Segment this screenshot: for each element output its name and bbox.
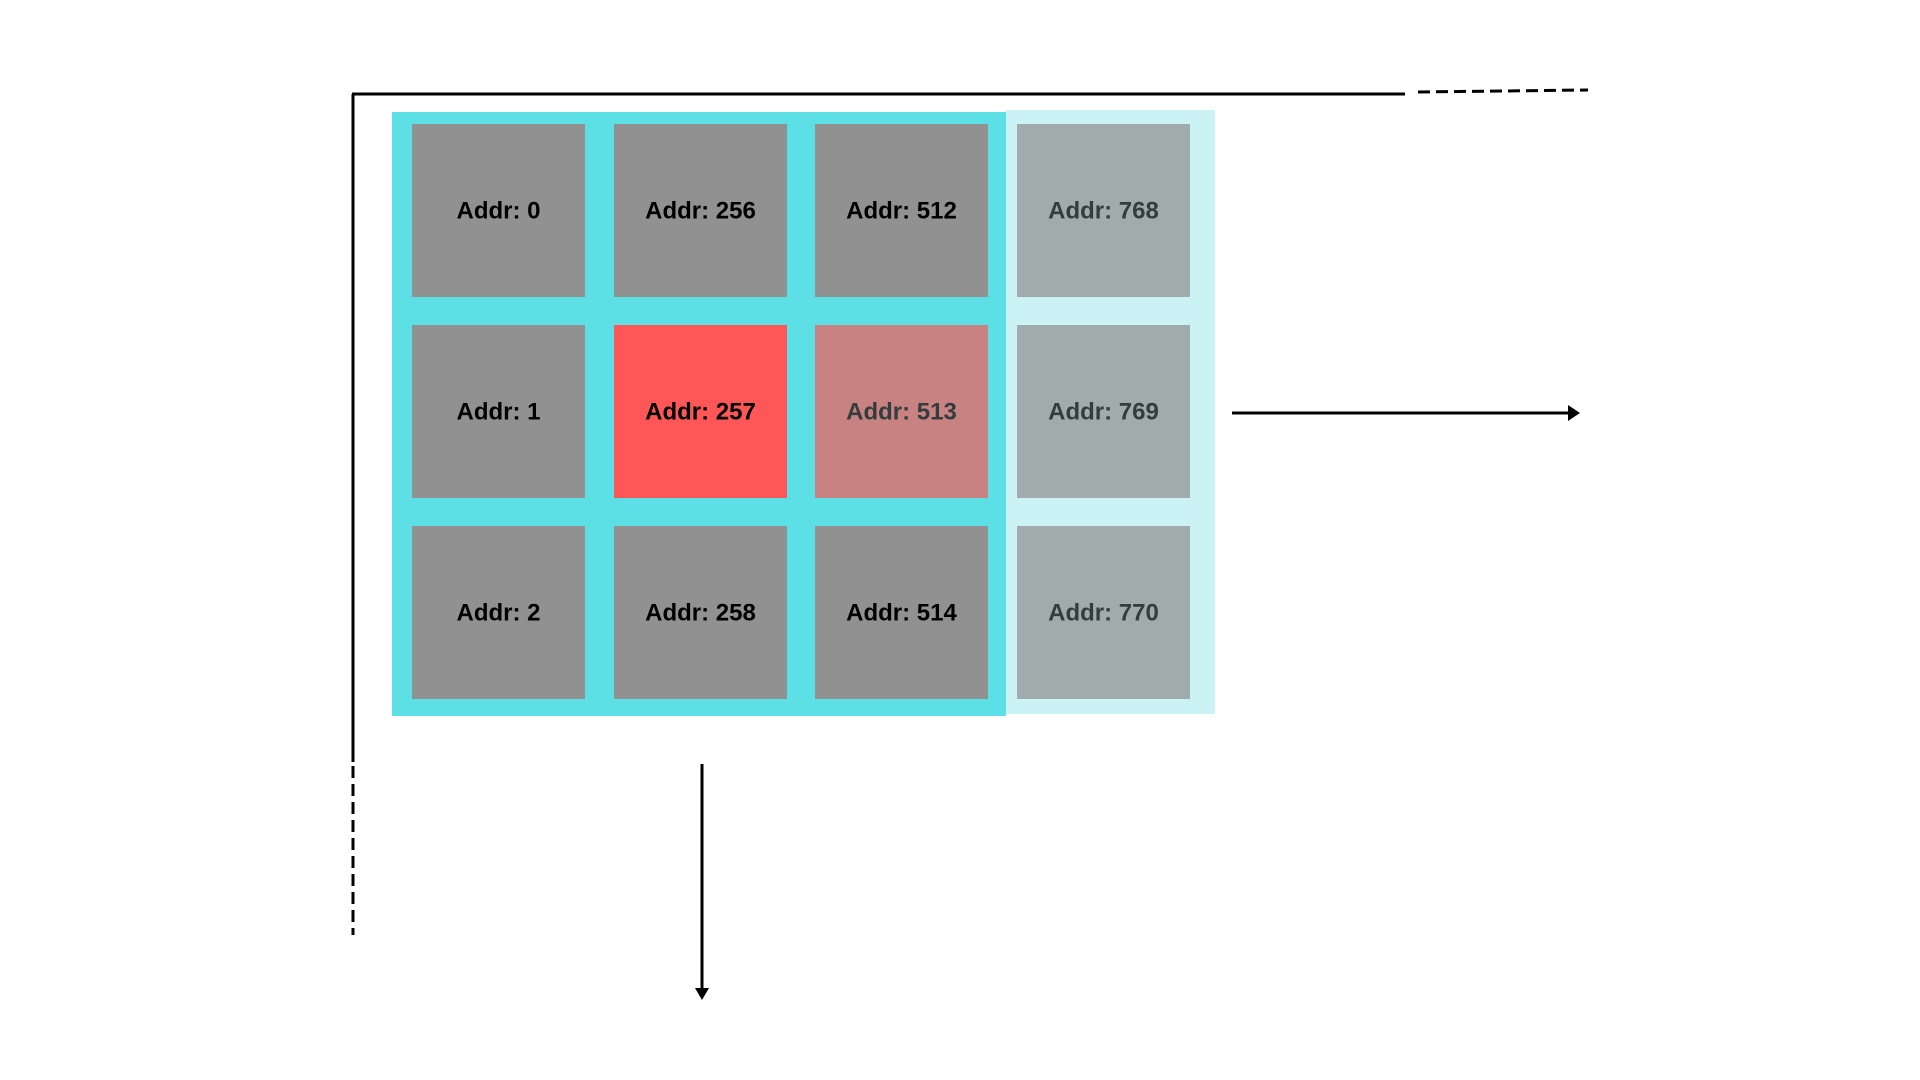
down-arrow: [695, 764, 709, 1000]
memory-cell-label: Addr: 258: [645, 600, 756, 627]
memory-cell-label: Addr: 769: [1048, 399, 1159, 426]
memory-cell: Addr: 0: [412, 124, 585, 297]
memory-cell-label: Addr: 514: [846, 600, 957, 627]
memory-cell-label: Addr: 512: [846, 198, 957, 225]
memory-cell-box: [614, 325, 787, 498]
memory-cell-box: [614, 124, 787, 297]
memory-cell: Addr: 512: [815, 124, 988, 297]
memory-cell-box: [815, 526, 988, 699]
memory-cell-label: Addr: 2: [457, 600, 541, 627]
memory-cell: Addr: 1: [412, 325, 585, 498]
memory-cell: Addr: 770: [1017, 526, 1190, 699]
memory-cell-label: Addr: 0: [457, 198, 541, 225]
frame-top-dashed-line: [1417, 88, 1589, 94]
memory-cell-box: [614, 526, 787, 699]
memory-cell-box: [412, 325, 585, 498]
memory-cell-box: [815, 124, 988, 297]
memory-cell-label: Addr: 768: [1048, 198, 1159, 225]
memory-cell-box: [1017, 526, 1190, 699]
memory-cell: Addr: 513: [815, 325, 988, 498]
memory-cell-label: Addr: 513: [846, 399, 957, 426]
memory-cell: Addr: 256: [614, 124, 787, 297]
memory-cell-box: [1017, 325, 1190, 498]
memory-cell: Addr: 768: [1017, 124, 1190, 297]
memory-cell: Addr: 769: [1017, 325, 1190, 498]
memory-cell-box: [815, 325, 988, 498]
right-arrow: [1232, 405, 1580, 421]
down-arrow-head: [695, 988, 709, 1000]
memory-cell-box: [412, 526, 585, 699]
memory-cell: Addr: 258: [614, 526, 787, 699]
memory-cell-label: Addr: 770: [1048, 600, 1159, 627]
memory-cell-box: [412, 124, 585, 297]
memory-cell: Addr: 514: [815, 526, 988, 699]
right-arrow-head: [1568, 405, 1580, 421]
memory-cell-label: Addr: 1: [457, 399, 541, 426]
memory-cell-box: [1017, 124, 1190, 297]
memory-cell: Addr: 2: [412, 526, 585, 699]
frame-lines: [351, 88, 1589, 935]
memory-cell-label: Addr: 257: [645, 399, 756, 426]
memory-cell: Addr: 257: [614, 325, 787, 498]
memory-cell-label: Addr: 256: [645, 198, 756, 225]
